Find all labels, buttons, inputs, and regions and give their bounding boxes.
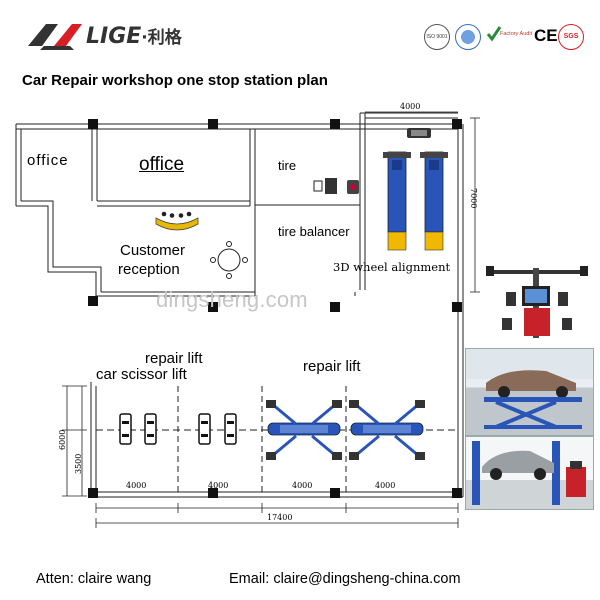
dim-right-height: 7000 — [469, 188, 478, 209]
iso-badge: ISO 9001 — [424, 24, 450, 50]
sgs-badge: SGS — [558, 24, 584, 50]
wheel-aligner-photo — [484, 262, 590, 344]
watermark: dingsheng.com — [156, 287, 308, 312]
car-on-scissor-lift-icon — [466, 349, 593, 429]
checkmark-icon — [486, 26, 502, 42]
factory-audit-badge: Factory Audit — [486, 25, 532, 49]
dim-bay-2: 4000 — [208, 481, 229, 490]
globe-badge-icon — [455, 24, 481, 50]
two-post-lift-icon-2 — [349, 400, 425, 460]
brand-logo: LIGE·利格 — [24, 16, 204, 54]
alignment-lift-icon — [383, 151, 448, 251]
dim-top-width: 4000 — [400, 102, 421, 111]
dim-bay-1: 4000 — [126, 481, 147, 490]
round-table-icon — [210, 241, 248, 279]
atten-contact: Atten: claire wang — [36, 571, 152, 587]
wheel-aligner-machine-icon — [486, 266, 588, 338]
tire-label: tire — [278, 158, 297, 173]
tire-balancer-label: tire balancer — [278, 224, 350, 239]
car-on-two-post-lift-icon — [472, 441, 586, 505]
lige-logo-icon — [28, 24, 82, 50]
reception-desk-icon — [155, 217, 199, 231]
page-title: Car Repair workshop one stop station pla… — [22, 72, 328, 89]
dim-left-inner: 3500 — [74, 453, 83, 474]
wheel-alignment-label: 3D wheel alignment — [333, 260, 451, 274]
two-post-lift-photo — [465, 436, 594, 510]
ce-mark: CE — [534, 26, 558, 45]
cert-badges: ISO 9001 Factory Audit CE SGS — [424, 24, 584, 52]
alignment-console-icon — [407, 128, 431, 138]
customer-reception-label: Customer reception — [118, 242, 186, 278]
reception-chairs-icon — [161, 211, 192, 218]
car-scissor-lift-label: car scissor lift — [96, 366, 187, 383]
two-post-lift-icon-1 — [266, 400, 342, 460]
dim-left-outer: 6000 — [58, 429, 67, 450]
brand-name: LIGE — [86, 24, 142, 49]
dim-total-width: 17400 — [267, 513, 293, 522]
dim-bay-4: 4000 — [375, 481, 396, 490]
dim-bay-3: 4000 — [292, 481, 313, 490]
email-contact[interactable]: Email: claire@dingsheng-china.com — [229, 571, 461, 587]
brand-name-cn: ·利格 — [141, 28, 182, 48]
repair-lift-label-right: repair lift — [303, 358, 361, 375]
repair-lift-label-left: repair lift — [145, 350, 203, 367]
tire-changer-icon — [313, 178, 359, 194]
scissor-lift-photo — [465, 348, 594, 436]
office-label-large: office — [139, 154, 185, 175]
office-label-small: office — [27, 152, 69, 169]
